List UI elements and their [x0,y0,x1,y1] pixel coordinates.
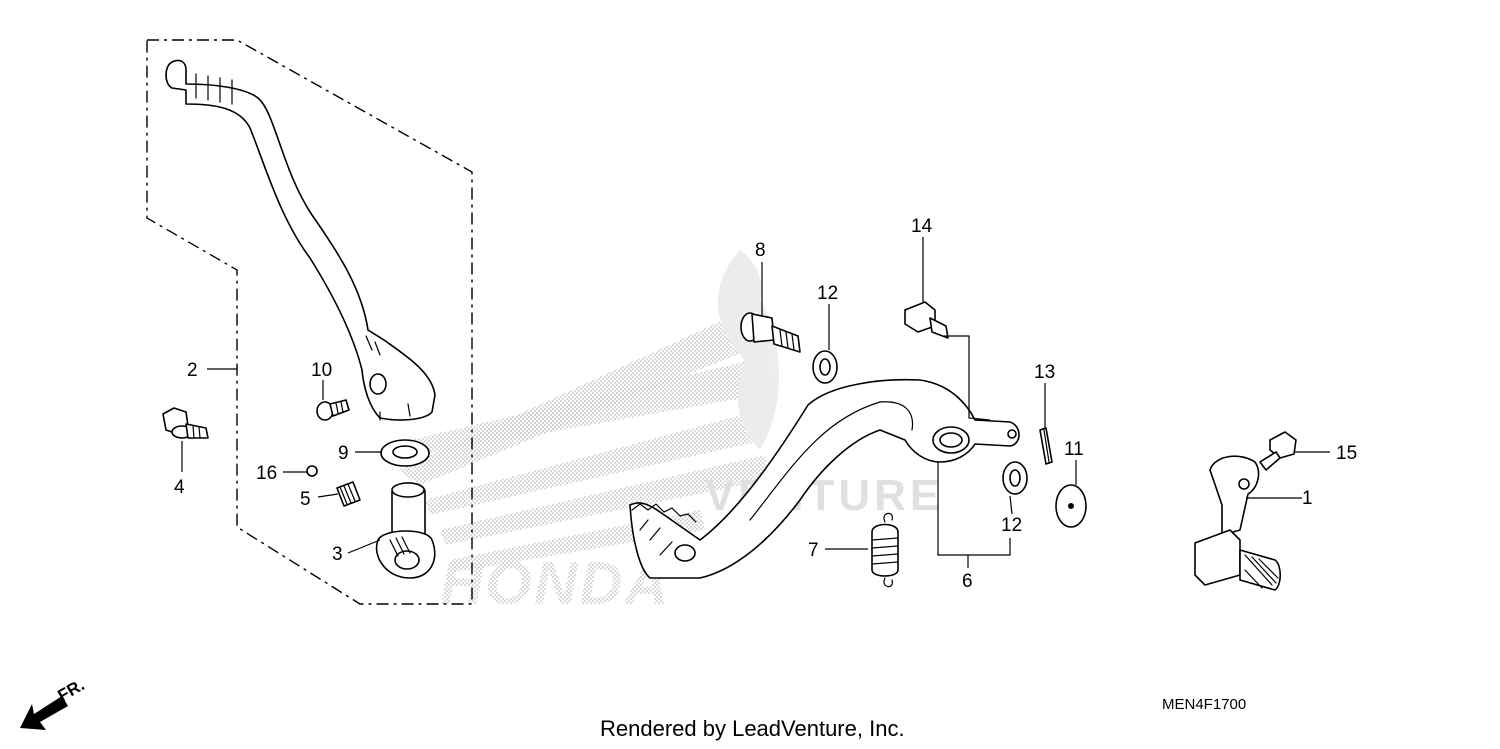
callout-3: 3 [332,544,343,565]
callout-13: 13 [1034,362,1055,383]
flange-bolt-15 [1259,431,1297,471]
return-spring-7 [871,512,899,588]
callout-7: 7 [808,540,819,561]
pivot-bolt-8 [740,312,801,353]
callout-9: 9 [338,443,349,464]
assembly-boundary-dashed [146,39,473,605]
callout-6: 6 [962,571,973,592]
front-direction-marker: FR. [20,675,88,730]
bolt-10 [316,399,350,421]
cotter-pin-13 [1039,427,1053,465]
watermark-brand-text: HONDA [440,550,670,617]
callout-4: 4 [174,477,185,498]
callout-8: 8 [755,240,766,261]
callout-15: 15 [1336,443,1357,464]
callout-2: 2 [187,360,198,381]
steel-ball-16 [306,465,318,477]
kick-starter-arm [165,59,436,421]
brake-pedal-6 [629,378,1020,579]
flange-bolt-4 [162,407,209,439]
gear-shift-pedal-1 [1194,455,1282,591]
callout-11: 11 [1064,439,1084,460]
front-arrow-icon [20,696,68,730]
callout-labels: 1 2 3 4 5 6 7 8 9 10 11 12 12 13 14 15 1… [174,216,1357,592]
footer-credit: Rendered by LeadVenture, Inc. [600,716,905,741]
callout-12b: 12 [1001,515,1022,536]
oil-seal-9 [380,439,430,467]
diagram-code: MEN4F1700 [1162,696,1247,713]
washer-11 [1055,484,1087,528]
dust-seal-12-upper [812,350,838,384]
callout-14: 14 [911,216,933,237]
callout-10: 10 [311,360,332,381]
callout-1: 1 [1302,488,1313,509]
spring-5 [336,481,361,507]
callout-16: 16 [256,463,277,484]
callout-12a: 12 [817,283,838,304]
dust-seal-12-lower [1002,461,1028,495]
clevis-pin-14 [904,301,949,339]
kick-starter-spindle-3 [375,482,436,579]
callout-5: 5 [300,489,311,510]
leader-lines [181,237,1330,568]
